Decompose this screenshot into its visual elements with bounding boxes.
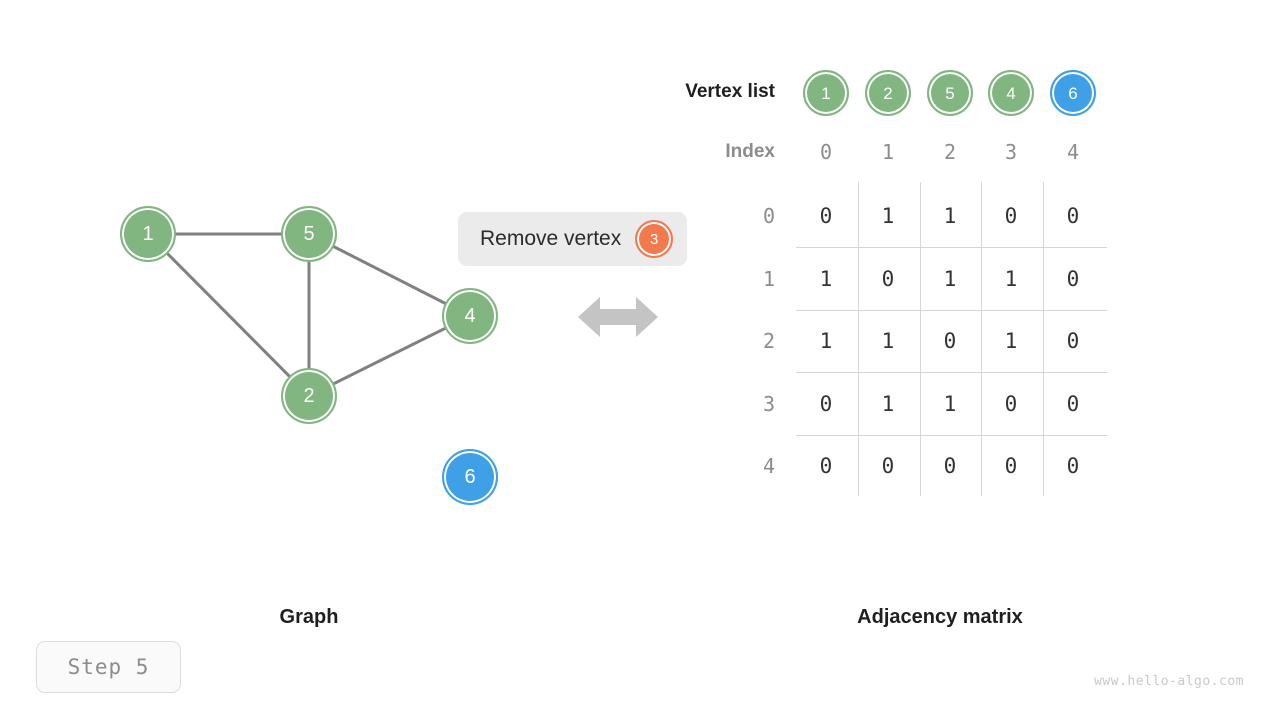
graph-vertex-label: 6 bbox=[464, 466, 476, 488]
matrix-cell: 1 bbox=[943, 204, 957, 228]
matrix-cell: 1 bbox=[819, 329, 833, 353]
matrix-column-index-4: 4 bbox=[1066, 140, 1080, 164]
matrix-caption: Adjacency matrix bbox=[857, 606, 1023, 628]
matrix-row-index-2: 2 bbox=[762, 329, 775, 353]
matrix-cell: 1 bbox=[881, 392, 895, 416]
matrix-column-index-2: 2 bbox=[943, 140, 957, 164]
matrix-cell: 0 bbox=[1004, 454, 1018, 478]
vertex-list-item-label: 4 bbox=[1006, 83, 1016, 103]
matrix-grid-vline bbox=[1043, 182, 1044, 496]
graph-vertex-5[interactable]: 5 bbox=[281, 206, 337, 262]
operation-target-label: 3 bbox=[650, 230, 659, 248]
graph-vertex-label: 1 bbox=[142, 223, 154, 245]
matrix-cell: 1 bbox=[1004, 329, 1018, 353]
graph-vertex-6[interactable]: 6 bbox=[442, 449, 498, 505]
matrix-cell: 0 bbox=[943, 329, 957, 353]
matrix-cell: 0 bbox=[1066, 454, 1080, 478]
matrix-column-index-0: 0 bbox=[819, 140, 833, 164]
matrix-cell: 1 bbox=[881, 204, 895, 228]
matrix-grid-hline bbox=[796, 310, 1107, 311]
operation-chip: Remove vertex 3 bbox=[458, 212, 688, 266]
matrix-cell: 0 bbox=[881, 454, 895, 478]
graph-vertex-label: 5 bbox=[303, 223, 315, 245]
matrix-grid-hline bbox=[796, 372, 1107, 373]
vertex-list-item-label: 5 bbox=[945, 83, 955, 103]
matrix-cell: 0 bbox=[1066, 267, 1080, 291]
operation-target-badge: 3 bbox=[635, 220, 674, 258]
edge-1-2 bbox=[146, 232, 311, 398]
graph-vertex-label: 4 bbox=[464, 305, 476, 327]
graph-vertex-1[interactable]: 1 bbox=[120, 206, 176, 262]
matrix-cell: 0 bbox=[1066, 204, 1080, 228]
matrix-grid-vline bbox=[858, 182, 859, 496]
vertex-list-label: Vertex list bbox=[685, 81, 775, 102]
vertex-list-item-0[interactable]: 1 bbox=[803, 70, 849, 116]
step-label: Step 5 bbox=[67, 655, 150, 679]
matrix-row-index-3: 3 bbox=[762, 392, 775, 416]
matrix-cell: 0 bbox=[819, 392, 833, 416]
matrix-column-index-1: 1 bbox=[881, 140, 895, 164]
matrix-cell: 1 bbox=[819, 267, 833, 291]
vertex-list-item-label: 2 bbox=[883, 83, 893, 103]
matrix-cell: 0 bbox=[1066, 329, 1080, 353]
vertex-list-item-4[interactable]: 6 bbox=[1050, 70, 1096, 116]
matrix-cell: 0 bbox=[819, 204, 833, 228]
matrix-row-index-1: 1 bbox=[762, 267, 775, 291]
vertex-list-item-label: 6 bbox=[1068, 83, 1078, 103]
vertex-list-item-3[interactable]: 4 bbox=[988, 70, 1034, 116]
matrix-grid-vline bbox=[920, 182, 921, 496]
matrix-grid-hline bbox=[796, 247, 1107, 248]
double-arrow-horizontal-icon bbox=[578, 297, 658, 337]
matrix-cell: 0 bbox=[1066, 392, 1080, 416]
matrix-cell: 1 bbox=[943, 392, 957, 416]
operation-label: Remove vertex bbox=[480, 227, 622, 250]
vertex-list-item-1[interactable]: 2 bbox=[865, 70, 911, 116]
matrix-column-index-3: 3 bbox=[1004, 140, 1018, 164]
matrix-cell: 1 bbox=[943, 267, 957, 291]
matrix-cell: 1 bbox=[881, 329, 895, 353]
matrix-cell: 0 bbox=[1004, 204, 1018, 228]
matrix-cell: 0 bbox=[881, 267, 895, 291]
graph-caption: Graph bbox=[279, 606, 339, 628]
graph-vertex-4[interactable]: 4 bbox=[442, 288, 498, 344]
matrix-row-index-0: 0 bbox=[762, 204, 775, 228]
index-label: Index bbox=[725, 141, 775, 162]
matrix-row-index-4: 4 bbox=[762, 454, 775, 478]
matrix-grid-vline bbox=[981, 182, 982, 496]
matrix-cell: 0 bbox=[1004, 392, 1018, 416]
matrix-cell: 1 bbox=[1004, 267, 1018, 291]
matrix-cell: 0 bbox=[819, 454, 833, 478]
graph-vertex-2[interactable]: 2 bbox=[281, 368, 337, 424]
vertex-list-item-2[interactable]: 5 bbox=[927, 70, 973, 116]
matrix-grid-hline bbox=[796, 435, 1107, 436]
vertex-list-item-label: 1 bbox=[821, 83, 831, 103]
watermark: www.hello-algo.com bbox=[1094, 674, 1244, 689]
graph-vertex-label: 2 bbox=[303, 385, 315, 407]
step-indicator: Step 5 bbox=[36, 641, 181, 693]
matrix-cell: 0 bbox=[943, 454, 957, 478]
